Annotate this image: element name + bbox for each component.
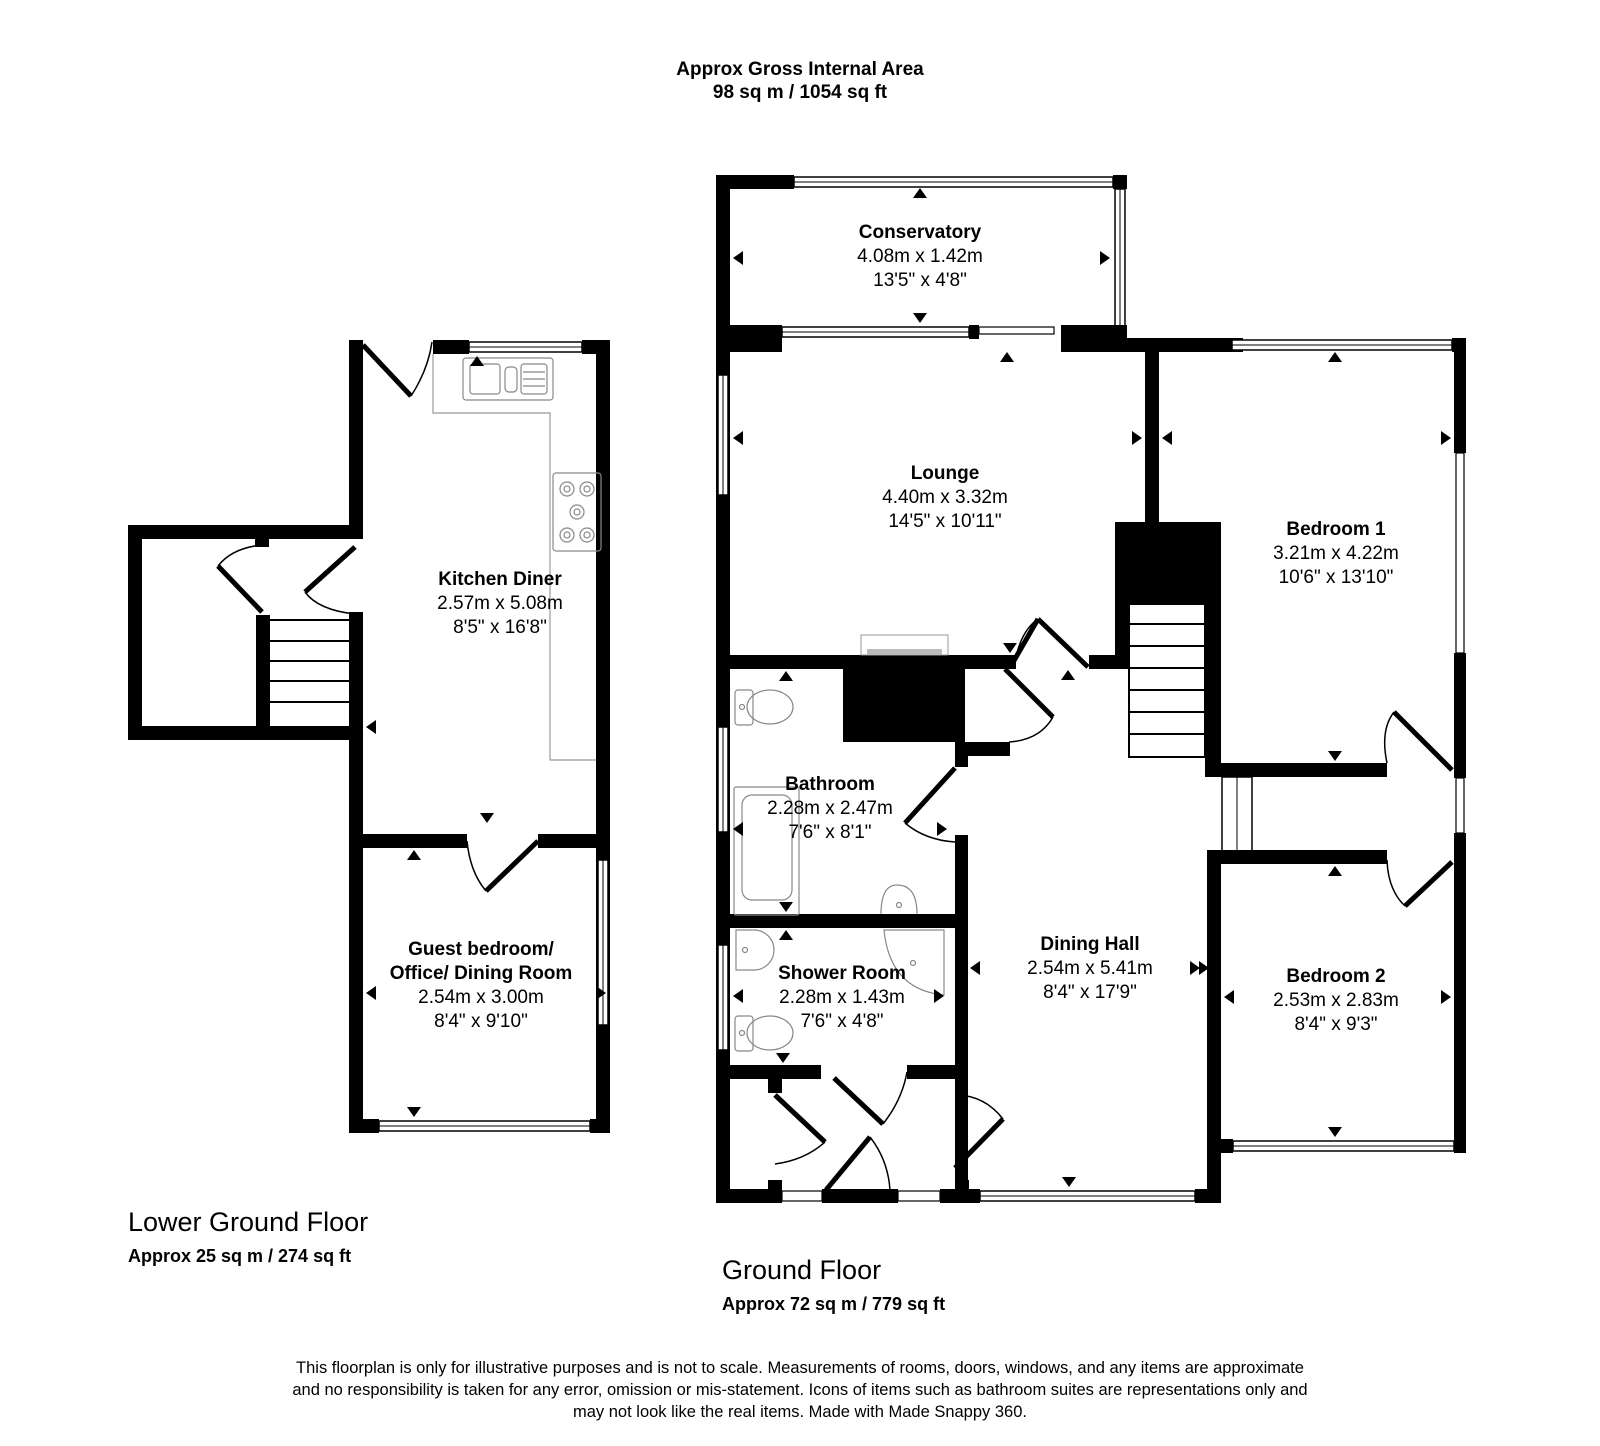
room-bathroom: Bathroom 2.28m x 2.47m 7'6" x 8'1" [735,773,925,845]
disclaimer-line-1: This floorplan is only for illustrative … [296,1359,1304,1377]
disclaimer-line-2: and no responsibility is taken for any e… [292,1381,1308,1399]
room-metric: 4.08m x 1.42m [857,246,983,267]
room-name: Shower Room [778,963,906,984]
floor-area: Approx 25 sq m / 274 sq ft [128,1246,352,1266]
room-shower-room: Shower Room 2.28m x 1.43m 7'6" x 4'8" [747,962,937,1034]
ground-floor-plan [716,175,1466,1203]
lower-ground-floor-plan [128,340,610,1133]
room-metric: 2.57m x 5.08m [437,593,563,614]
room-metric: 3.21m x 4.22m [1273,543,1399,564]
disclaimer: This floorplan is only for illustrative … [0,1357,1600,1423]
room-imperial: 13'5" x 4'8" [873,270,967,291]
floor-area: Approx 72 sq m / 779 sq ft [722,1294,946,1314]
room-metric: 2.28m x 1.43m [779,987,905,1008]
room-name: Bedroom 2 [1286,966,1386,987]
room-dining-hall: Dining Hall 2.54m x 5.41m 8'4" x 17'9" [1000,933,1180,1005]
room-imperial: 8'4" x 17'9" [1043,982,1137,1003]
lower-ground-floor-caption: Lower Ground Floor Approx 25 sq m / 274 … [128,1207,368,1267]
room-metric: 2.54m x 5.41m [1027,958,1153,979]
room-imperial: 8'4" x 9'3" [1294,1014,1378,1035]
room-bedroom-1: Bedroom 1 3.21m x 4.22m 10'6" x 13'10" [1236,518,1436,590]
room-imperial: 8'4" x 9'10" [434,1011,528,1032]
title-line-2: 98 sq m / 1054 sq ft [712,82,888,103]
floor-name: Ground Floor [722,1255,882,1285]
room-name: Bathroom [785,774,875,795]
room-imperial: 7'6" x 4'8" [800,1011,884,1032]
room-kitchen-diner: Kitchen Diner 2.57m x 5.08m 8'5" x 16'8" [400,568,600,640]
room-name: Bedroom 1 [1286,519,1386,540]
title-line-1: Approx Gross Internal Area [676,59,924,80]
room-metric: 2.53m x 2.83m [1273,990,1399,1011]
room-imperial: 7'6" x 8'1" [788,822,872,843]
room-imperial: 10'6" x 13'10" [1278,567,1394,588]
room-name: Dining Hall [1040,934,1140,955]
room-imperial: 8'5" x 16'8" [453,617,547,638]
room-metric: 2.28m x 2.47m [767,798,893,819]
floor-name: Lower Ground Floor [128,1207,369,1237]
room-imperial: 14'5" x 10'11" [888,511,1002,532]
room-bedroom-2: Bedroom 2 2.53m x 2.83m 8'4" x 9'3" [1236,965,1436,1037]
room-name-line-1: Guest bedroom/ [408,939,554,960]
room-name: Lounge [910,463,980,484]
room-conservatory: Conservatory 4.08m x 1.42m 13'5" x 4'8" [820,221,1020,293]
room-guest-bedroom: Guest bedroom/ Office/ Dining Room 2.54m… [365,938,597,1034]
room-lounge: Lounge 4.40m x 3.32m 14'5" x 10'11" [845,462,1045,534]
disclaimer-line-3: may not look like the real items. Made w… [573,1403,1027,1421]
gross-internal-area-title: Approx Gross Internal Area 98 sq m / 105… [0,58,1600,104]
ground-floor-caption: Ground Floor Approx 72 sq m / 779 sq ft [722,1255,945,1315]
room-name-line-2: Office/ Dining Room [389,963,573,984]
room-name: Kitchen Diner [438,569,562,590]
room-name: Conservatory [858,222,982,243]
room-metric: 4.40m x 3.32m [882,487,1008,508]
room-metric: 2.54m x 3.00m [418,987,544,1008]
